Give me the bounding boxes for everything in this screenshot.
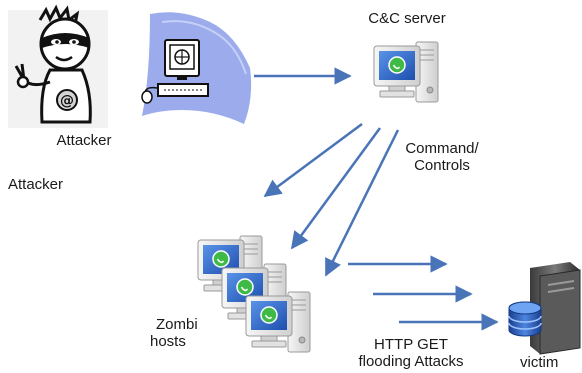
zombi-label-line1: Zombi — [156, 316, 198, 333]
attacker-terminal-icon — [141, 12, 252, 125]
arrow-cc-to-zombie-2 — [290, 127, 382, 250]
arrow-cc-to-zombie-1 — [263, 122, 363, 198]
cc-server-computer-icon — [373, 41, 439, 103]
zombie-computer-icon — [245, 291, 311, 353]
zombi-hosts-label: Zombi hosts — [150, 316, 198, 350]
victim-label: victim — [520, 354, 559, 371]
http-label-line2: flooding Attacks — [358, 353, 464, 370]
http-label-line1: HTTP GET — [374, 336, 448, 353]
attacker-bandit-icon: @ — [8, 4, 108, 128]
zombi-label-line2: hosts — [150, 333, 186, 350]
arrow-cc-to-zombie-3 — [324, 129, 400, 277]
svg-text:@: @ — [60, 93, 74, 109]
command-label-line1: Command/ — [405, 140, 479, 157]
flow-arrows — [254, 67, 499, 331]
attacker-side-label: Attacker — [8, 176, 64, 193]
victim-database-server-icon — [508, 262, 581, 355]
command-label-line2: Controls — [414, 157, 470, 174]
http-get-label: HTTP GET flooding Attacks — [346, 336, 476, 370]
command-controls-label: Command/ Controls — [392, 140, 492, 174]
cc-server-label: C&C server — [368, 10, 446, 27]
attacker-caption: Attacker — [56, 132, 112, 149]
